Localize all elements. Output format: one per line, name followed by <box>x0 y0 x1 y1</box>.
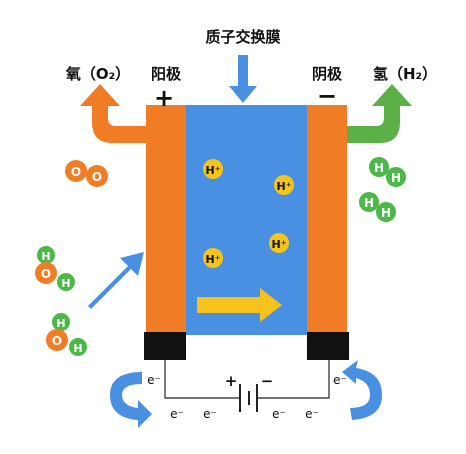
water-in-arrow <box>88 252 144 309</box>
cathode-electrode <box>307 105 347 335</box>
right-electron-flow-arrow <box>342 360 382 420</box>
electron-label-2: e⁻ <box>170 407 184 421</box>
battery-plus-sign: + <box>225 372 238 390</box>
water-1-h-b: H <box>61 277 70 290</box>
hydrogen-label: 氢（H₂） <box>373 65 437 83</box>
water-molecule-2: H O H <box>46 313 87 356</box>
oxygen-out-arrow <box>80 84 146 143</box>
h2-1-atom-a: H <box>374 161 384 175</box>
hydrogen-molecule-2: H H <box>359 192 396 222</box>
h2-2-atom-a: H <box>364 196 374 210</box>
electron-label-1: e⁻ <box>147 373 161 387</box>
water-1-o: O <box>41 267 51 281</box>
proton-2-label: H⁺ <box>276 180 291 193</box>
membrane-label: 质子交换膜 <box>205 28 280 46</box>
proton-2: H⁺ <box>274 175 294 195</box>
cathode-terminal <box>307 332 349 360</box>
water-2-h-a: H <box>56 317 65 330</box>
water-molecule-1: H O H <box>35 246 75 291</box>
electron-label-3: e⁻ <box>203 407 217 421</box>
anode-label: 阳极 <box>151 65 182 83</box>
proton-3-label: H⁺ <box>205 253 220 266</box>
anode-terminal <box>144 332 186 360</box>
proton-3: H⁺ <box>203 248 223 268</box>
oxygen-label: 氧（O₂） <box>65 65 130 83</box>
proton-1: H⁺ <box>203 159 223 179</box>
battery-symbol <box>239 384 258 412</box>
circuit-wire <box>164 360 330 399</box>
water-2-h-b: H <box>73 342 82 355</box>
water-2-o: O <box>52 334 62 348</box>
oxygen-molecule: O O <box>65 160 108 187</box>
proton-4-label: H⁺ <box>271 238 286 251</box>
oxygen-atom-1-label: O <box>71 165 81 179</box>
left-electron-flow-arrow <box>110 372 152 428</box>
proton-4: H⁺ <box>269 233 289 253</box>
proton-flow-arrow <box>197 288 282 322</box>
h2-2-atom-b: H <box>381 206 391 220</box>
cathode-minus-sign: − <box>317 82 337 110</box>
water-1-h-a: H <box>41 250 50 263</box>
h2-1-atom-b: H <box>391 171 401 185</box>
electron-label-5: e⁻ <box>305 407 319 421</box>
cathode-label: 阴极 <box>312 65 343 83</box>
membrane-down-arrow <box>229 55 257 103</box>
proton-1-label: H⁺ <box>205 164 220 177</box>
electron-label-6: e⁻ <box>333 373 347 387</box>
electron-label-4: e⁻ <box>272 407 286 421</box>
hydrogen-molecule-1: H H <box>369 157 406 187</box>
anode-plus-sign: + <box>154 84 174 112</box>
oxygen-atom-2-label: O <box>92 170 102 184</box>
hydrogen-out-arrow <box>347 84 412 143</box>
battery-minus-sign: − <box>261 372 274 390</box>
proton-exchange-membrane <box>185 105 308 335</box>
anode-electrode <box>146 105 186 335</box>
